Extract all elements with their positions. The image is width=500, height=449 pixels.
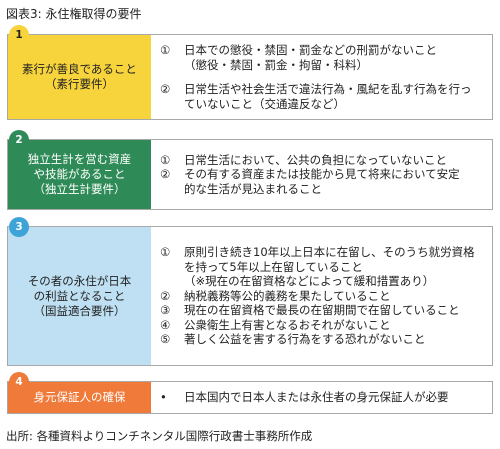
requirement-label-line: （素行要件） xyxy=(44,77,114,91)
item-marker: ② xyxy=(160,288,171,303)
figure-title: 図表3: 永住権取得の要件 xyxy=(6,7,142,21)
requirement-label-line: （独立生計要件） xyxy=(33,182,126,196)
step-number-badge: 3 xyxy=(9,217,29,237)
item-marker: • xyxy=(160,390,167,405)
item-marker: ② xyxy=(160,82,171,96)
item-text-line: 著しく公益を害する行為をする恐れがないこと xyxy=(184,332,426,347)
item-marker: ④ xyxy=(160,317,171,332)
item-text-line: （懲役・禁固・罰金・拘留・科料） xyxy=(184,57,368,72)
requirement-item: ② 納税義務等公的義務を果たしていること xyxy=(160,289,488,304)
requirement-item: ② その有する資産または技能から見て将来において安定的な生活が見込まれること xyxy=(160,167,488,196)
requirement-label-line: や技能があること xyxy=(33,167,126,181)
requirement-label-line: 素行が善良であること xyxy=(22,62,137,76)
requirement-items-1: ① 日本での懲役・禁固・罰金などの刑罰がないこと（懲役・禁固・罰金・拘留・科料） ②… xyxy=(160,35,488,119)
requirement-row-4: 身元保証人の確保 • 日本国内で日本人または永住者の身元保証人が必要 xyxy=(7,381,493,414)
item-text-line: 的な生活が見込まれること xyxy=(184,181,322,196)
requirement-label-line: 身元保証人の確保 xyxy=(33,390,126,404)
requirement-item: ② 日常生活や社会生活で違法行為・風紀を乱す行為を行っていないこと（交通違反など） xyxy=(160,82,488,111)
requirement-label-1: 素行が善良であること（素行要件） xyxy=(8,35,151,119)
requirement-label-line: の利益となること xyxy=(33,288,126,303)
item-marker: ① xyxy=(160,152,171,167)
source-note: 出所: 各種資料よりコンチネンタル国際行政書士事務所作成 xyxy=(6,429,313,443)
requirement-label-2: 独立生計を営む資産や技能があること（独立生計要件） xyxy=(8,140,151,209)
item-text-line: （※現在の在留資格などによって緩和措置あり） xyxy=(184,274,435,289)
requirement-label-line: 独立生計を営む資産 xyxy=(27,152,132,166)
requirement-item: ⑤ 著しく公益を害する行為をする恐れがないこと xyxy=(160,332,488,347)
spacer xyxy=(160,72,488,82)
item-text-line: その有する資産または技能から見て将来において安定 xyxy=(184,167,460,182)
requirement-label-line: その者の永住が日本 xyxy=(27,273,132,288)
item-text-line: 日常生活や社会生活で違法行為・風紀を乱す行為を行っ xyxy=(184,82,472,96)
requirement-item: ③ 現在の在留資格で最長の在留期間で在留していること xyxy=(160,303,488,318)
item-text-line: 日本国内で日本人または永住者の身元保証人が必要 xyxy=(184,390,449,405)
item-text-line: 原則引き続き10年以上日本に在留し、そのうち就労資格 xyxy=(184,245,475,260)
requirement-label-line: （国益適合要件） xyxy=(33,303,126,318)
requirement-items-4: • 日本国内で日本人または永住者の身元保証人が必要 xyxy=(160,382,488,413)
requirement-items-3: ① 原則引き続き10年以上日本に在留し、そのうち就労資格を持って5年以上在留してい… xyxy=(160,227,488,365)
requirement-row-3: その者の永住が日本の利益となること（国益適合要件） ① 原則引き続き10年以上日本に… xyxy=(7,226,493,366)
item-text-line: 公衆衛生上有害となるおそれがないこと xyxy=(184,317,391,332)
item-marker: ⑤ xyxy=(160,332,171,347)
item-marker: ① xyxy=(160,43,171,57)
requirement-row-2: 独立生計を営む資産や技能があること（独立生計要件） ① 日常生活において、公共の負担… xyxy=(7,139,493,210)
item-text-line: 日本での懲役・禁固・罰金などの刑罰がないこと xyxy=(184,43,437,57)
requirement-label-3: その者の永住が日本の利益となること（国益適合要件） xyxy=(8,227,151,365)
item-text-line: 納税義務等公的義務を果たしていること xyxy=(184,288,391,303)
requirement-item: ① 日本での懲役・禁固・罰金などの刑罰がないこと（懲役・禁固・罰金・拘留・科料） xyxy=(160,43,488,72)
step-number-badge: 4 xyxy=(9,372,29,392)
requirement-item: ① 原則引き続き10年以上日本に在留し、そのうち就労資格を持って5年以上在留してい… xyxy=(160,245,488,289)
requirement-label-4: 身元保証人の確保 xyxy=(8,382,151,413)
item-text-line: 日常生活において、公共の負担になっていないこと xyxy=(184,152,448,167)
item-marker: ② xyxy=(160,167,171,182)
step-number-badge: 1 xyxy=(9,25,29,45)
requirement-items-2: ① 日常生活において、公共の負担になっていないこと ② その有する資産または技能から見… xyxy=(160,140,488,209)
requirement-item: ① 日常生活において、公共の負担になっていないこと xyxy=(160,153,488,168)
item-marker: ③ xyxy=(160,303,171,318)
requirement-item: ④ 公衆衛生上有害となるおそれがないこと xyxy=(160,318,488,333)
item-marker: ① xyxy=(160,245,171,260)
requirement-item: • 日本国内で日本人または永住者の身元保証人が必要 xyxy=(160,390,488,405)
item-text-line: 現在の在留資格で最長の在留期間で在留していること xyxy=(184,303,460,318)
step-number-badge: 2 xyxy=(9,130,29,150)
item-text-line: を持って5年以上在留していること xyxy=(184,259,363,274)
item-text-line: ていないこと（交通違反など） xyxy=(184,96,345,111)
